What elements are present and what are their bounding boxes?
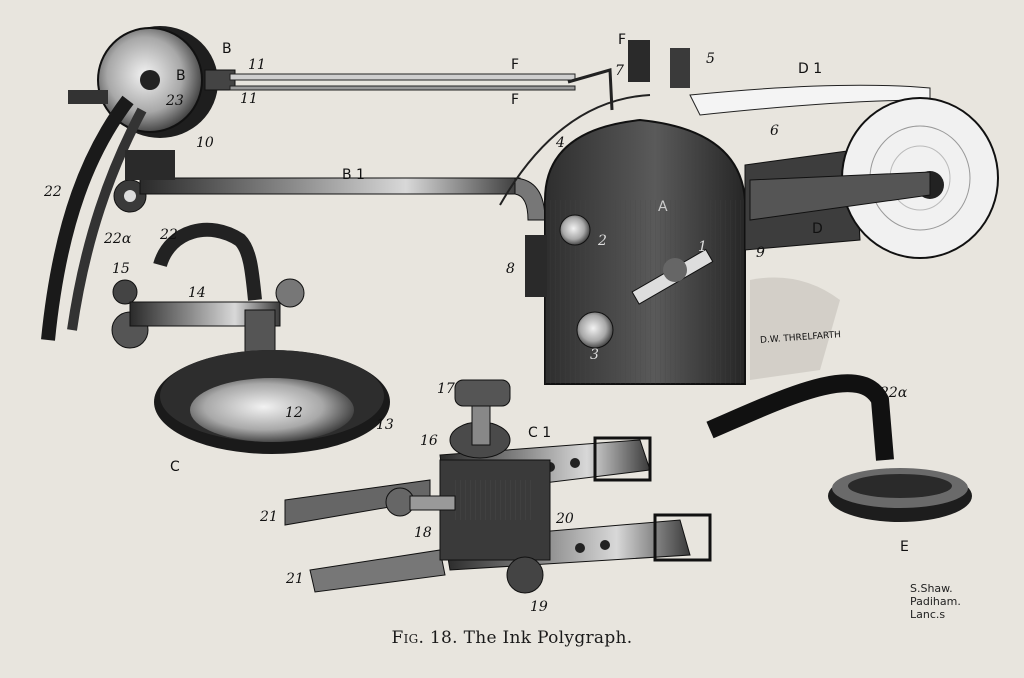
label-15: 15 (112, 261, 130, 277)
pen-e (706, 374, 972, 522)
label-6: 6 (770, 123, 779, 139)
label-22a: 22 (44, 184, 62, 200)
label-20: 20 (556, 511, 574, 527)
label-10: 10 (196, 135, 214, 151)
label-d: D (812, 221, 823, 237)
clamp-5 (670, 48, 690, 88)
label-b1: B 1 (342, 167, 365, 183)
label-a: A (658, 199, 668, 215)
tube-22 (41, 95, 134, 341)
label-21b: 21 (286, 571, 304, 587)
label-22alpha-b: 22α (880, 385, 908, 401)
label-f-b: F (511, 92, 520, 108)
figure-caption: Fig. 18. The Ink Polygraph. (0, 628, 1024, 648)
label-f-a: F (511, 57, 520, 73)
label-16: 16 (420, 433, 438, 449)
label-23: 23 (166, 93, 184, 109)
clamp-7 (628, 40, 650, 82)
label-d1: D 1 (798, 61, 823, 77)
label-21a: 21 (260, 509, 278, 525)
label-c1: C 1 (528, 425, 552, 441)
rod-11 (229, 73, 576, 81)
credit-block: S.Shaw. Padiham. Lanc.s (910, 582, 1010, 621)
figure-title: The Ink Polygraph. (463, 628, 633, 648)
label-c: C (170, 459, 180, 475)
label-12: 12 (285, 405, 303, 421)
label-4: 4 (556, 135, 565, 151)
credit-line: Padiham. (910, 595, 961, 608)
label-8: 8 (506, 261, 515, 277)
label-18: 18 (414, 525, 432, 541)
label-14: 14 (188, 285, 206, 301)
label-17: 17 (437, 381, 455, 397)
label-b-a: B (222, 41, 232, 57)
label-7: 7 (615, 63, 624, 79)
pen-c (111, 222, 390, 454)
label-19: 19 (530, 599, 548, 615)
rod-f (229, 85, 576, 91)
credit-line: Lanc.s (910, 608, 946, 621)
label-13: 13 (376, 417, 394, 433)
label-22alpha-a: 22α (104, 231, 132, 247)
tube-22a (67, 107, 147, 331)
clamp-c1 (284, 379, 712, 594)
label-f-c: F (618, 32, 627, 48)
label-2: 2 (598, 233, 607, 249)
label-11a: 11 (248, 57, 266, 73)
label-b-b: B (176, 68, 186, 84)
pulley-b (68, 26, 236, 138)
label-11b: 11 (240, 91, 258, 107)
label-9: 9 (756, 245, 765, 261)
paper-roll-d (689, 84, 999, 259)
arm-b1 (113, 177, 546, 221)
label-5: 5 (706, 51, 715, 67)
label-e: E (900, 539, 909, 555)
label-3: 3 (590, 347, 599, 363)
figure-number: Fig. 18. (391, 628, 458, 648)
label-22b: 22 (160, 227, 178, 243)
label-1: 1 (698, 239, 707, 255)
credit-line: S.Shaw. (910, 582, 953, 595)
